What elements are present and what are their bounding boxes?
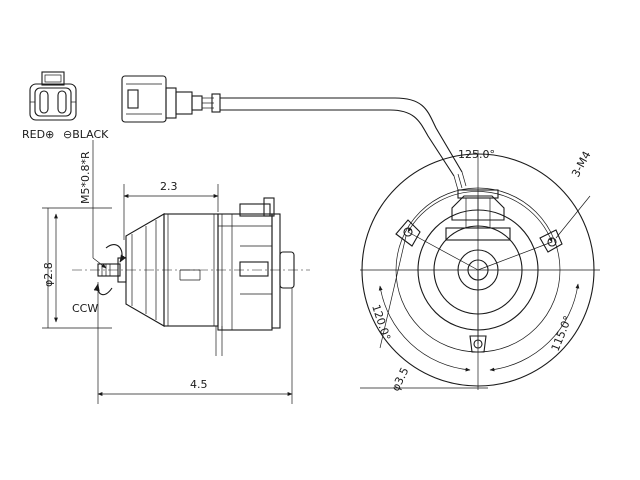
harness-wire [220,97,467,191]
motor-front-view [360,150,600,390]
harness-plug [121,75,221,123]
motor-rear-housing [215,197,295,356]
top-angle-label: 125.0° [458,148,495,161]
right-angle-label: 115.0° [549,314,575,353]
thread-spec-label: M5*0.8*R [79,151,92,204]
top-length-dimension: 2.3 [160,180,178,193]
mount-hole-label: φ3.5 [389,365,412,393]
connector-pinout [29,71,77,121]
red-terminal-label: RED⊕ [22,128,54,141]
black-terminal-label: ⊖BLACK [63,128,109,141]
overall-length-dimension: 4.5 [190,378,208,391]
mount-thread-label: 3-M4 [569,149,593,179]
rotation-direction-label: CCW [72,302,98,315]
motor-body [163,213,219,327]
shaft-diameter-label: φ2.8 [42,262,55,287]
